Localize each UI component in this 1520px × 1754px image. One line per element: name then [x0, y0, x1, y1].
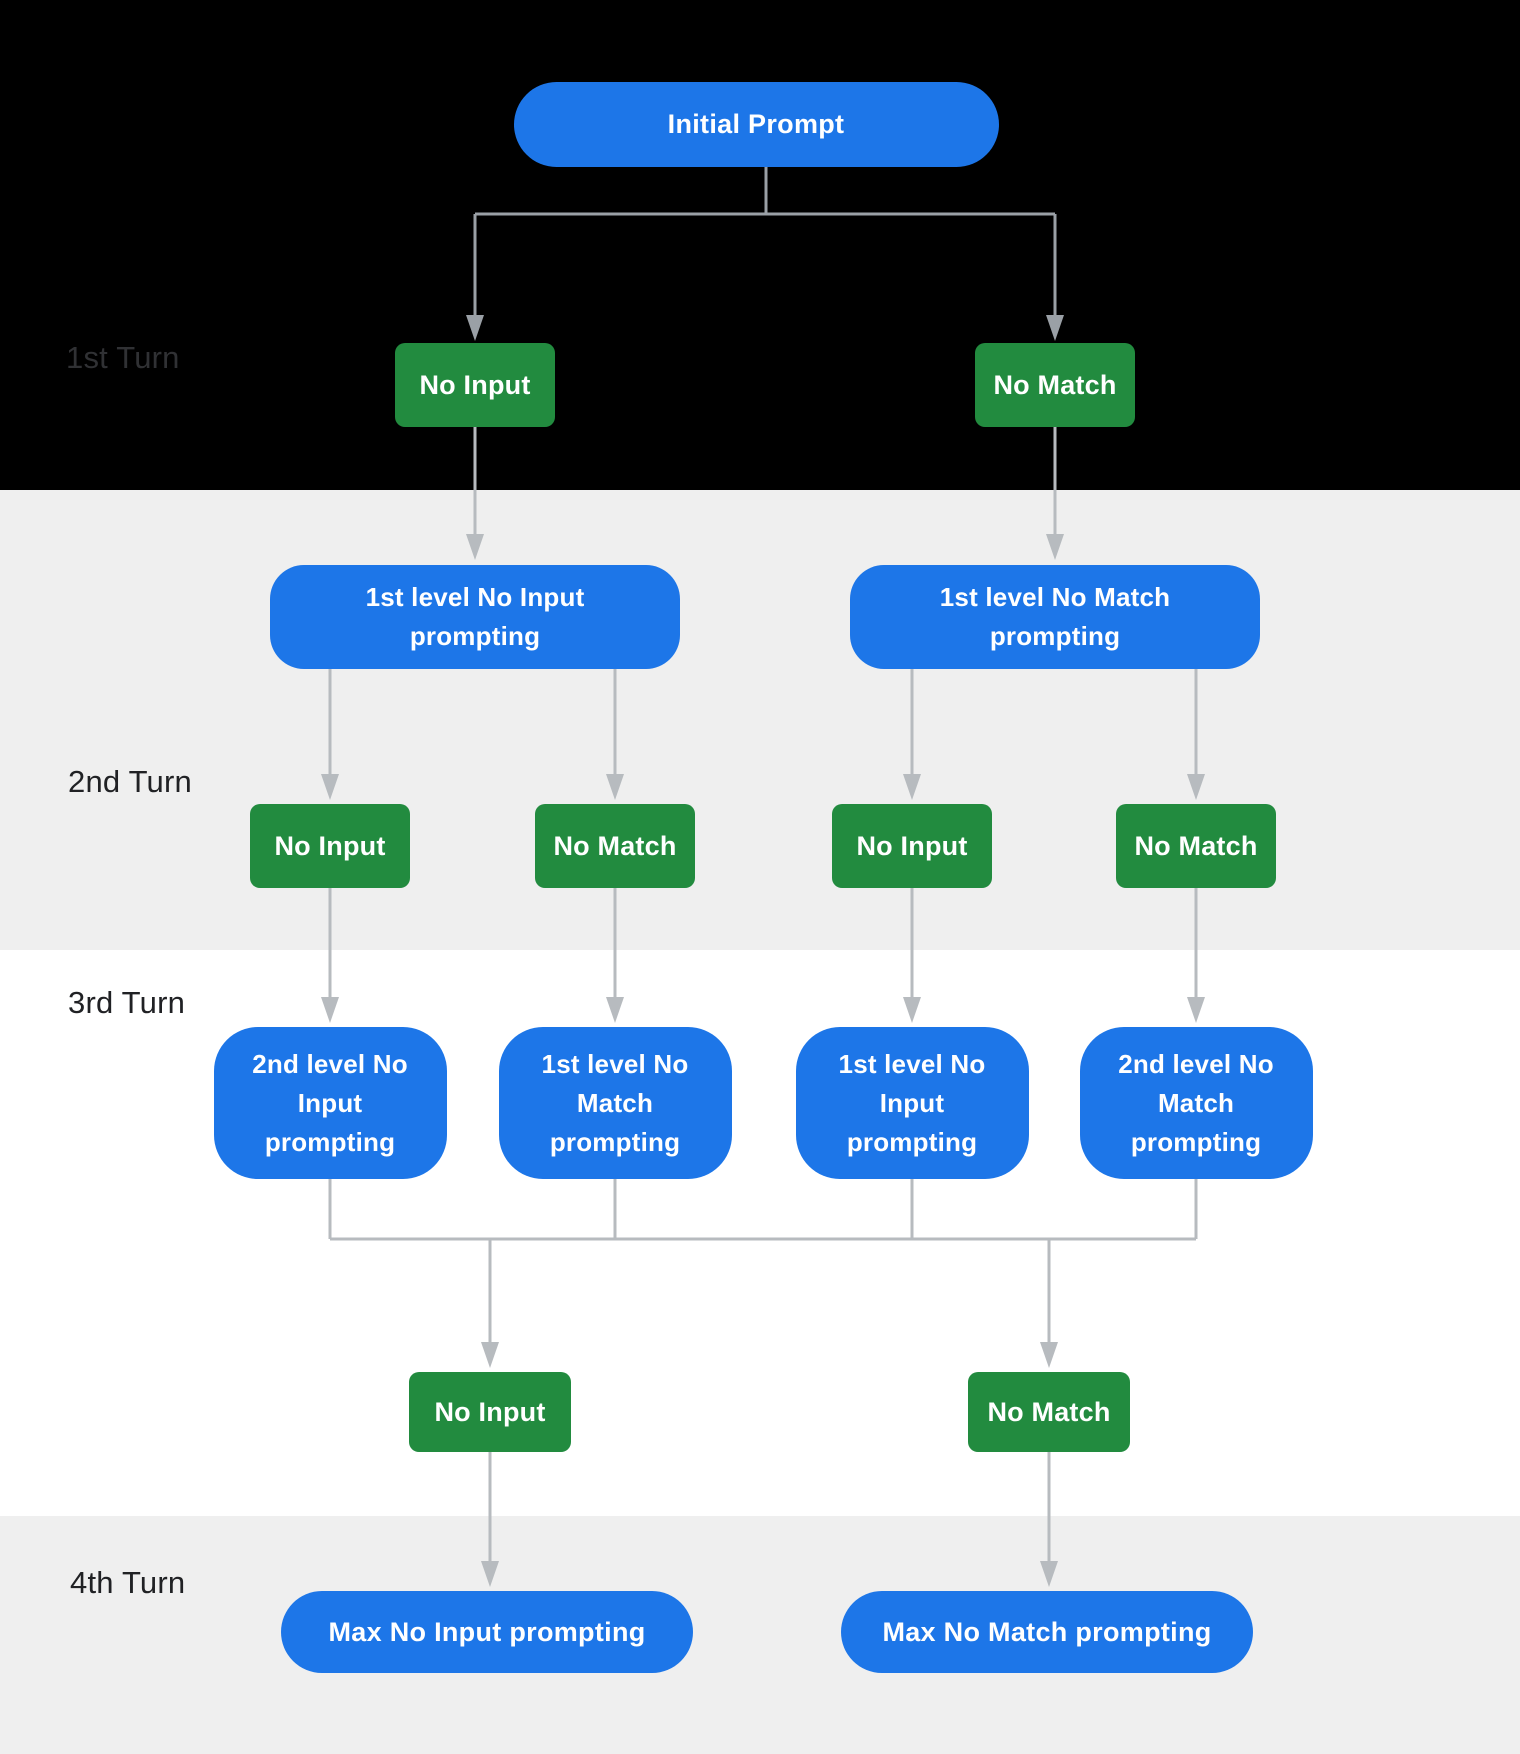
turn-label-3rd: 3rd Turn	[68, 985, 186, 1020]
node-turn2-no-match-a: No Match	[535, 804, 695, 888]
turn-label-2nd: 2nd Turn	[68, 764, 192, 799]
band-gray-4th-turn	[0, 1516, 1520, 1754]
node-level1-no-input-prompting: 1st level No Input prompting	[270, 565, 680, 669]
node-turn2-no-input-b: No Input	[832, 804, 992, 888]
node-turn2-no-input-a: No Input	[250, 804, 410, 888]
node-level2-no-match-prompting: 2nd level No Match prompting	[1079, 1027, 1313, 1179]
turn-label-1st: 1st Turn	[66, 340, 180, 375]
node-initial-prompt: Initial Prompt	[513, 82, 999, 167]
node-turn3-no-match: No Match	[968, 1372, 1130, 1452]
node-level1b-no-match-prompting: 1st level No Match prompting	[498, 1027, 732, 1179]
node-max-no-input-prompting: Max No Input prompting	[281, 1591, 693, 1673]
node-turn3-no-input: No Input	[409, 1372, 571, 1452]
node-turn2-no-match-b: No Match	[1116, 804, 1276, 888]
node-level1b-no-input-prompting: 1st level No Input prompting	[795, 1027, 1029, 1179]
node-max-no-match-prompting: Max No Match prompting	[841, 1591, 1253, 1673]
band-black-top	[0, 0, 1520, 490]
node-level2-no-input-prompting: 2nd level No Input prompting	[213, 1027, 447, 1179]
turn-label-4th: 4th Turn	[70, 1565, 186, 1600]
node-turn1-no-match: No Match	[975, 343, 1135, 427]
node-level1-no-match-prompting: 1st level No Match prompting	[850, 565, 1260, 669]
node-turn1-no-input: No Input	[395, 343, 555, 427]
